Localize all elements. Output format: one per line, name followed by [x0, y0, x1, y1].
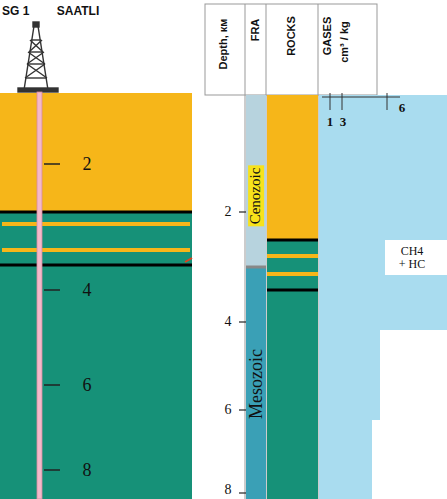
axis-ticks: [239, 212, 246, 493]
boundary-line: [0, 264, 192, 267]
boundary-line: [267, 239, 318, 242]
rocks-transition: [267, 240, 318, 290]
cenozoic-layer: [0, 93, 192, 213]
orange-stripe: [267, 254, 318, 258]
fra-cenozoic: [246, 95, 266, 267]
marker: [185, 258, 192, 262]
orange-stripe: [267, 272, 318, 276]
fra-column: [246, 95, 266, 499]
depth-number: 8: [83, 461, 92, 480]
scale-number: 3: [340, 115, 347, 129]
axis-number: 6: [225, 403, 232, 418]
fra-boundary: [246, 266, 266, 269]
rocks-cenozoic: [267, 95, 318, 240]
gas-scale: [322, 93, 400, 110]
well-id: SG 1: [2, 5, 29, 18]
depth-number: 2: [83, 155, 92, 174]
orange-stripe: [2, 248, 190, 252]
orange-stripe: [2, 222, 190, 226]
era-label: Mesozoic: [247, 349, 266, 419]
axis-number: 8: [225, 482, 232, 497]
axis-title: Depth, км: [218, 19, 230, 70]
axis-number: 4: [225, 315, 232, 330]
gas-area: [319, 95, 447, 499]
column-header: ROCKS: [286, 16, 298, 56]
well-name: SAATLI: [57, 5, 99, 18]
axis-number: 2: [225, 205, 232, 220]
header-frame: [205, 4, 377, 95]
depth-ticks: [44, 164, 60, 470]
rocks-mesozoic: [267, 290, 318, 499]
boundary-line: [0, 211, 192, 214]
well-bore: [37, 92, 42, 499]
transition-layer: [0, 213, 192, 265]
depth-number: 4: [83, 281, 92, 300]
era-label: Cenozoic: [248, 166, 264, 227]
column-rule: [245, 4, 246, 499]
derrick-icon: [18, 22, 58, 92]
scale-number: 1: [327, 115, 334, 129]
unit-label: cm³ / kg: [339, 21, 351, 63]
column-header: GASES: [322, 17, 334, 56]
depth-number: 6: [83, 376, 92, 395]
boundary-line: [267, 289, 318, 292]
column-header: FRA: [250, 19, 262, 42]
mesozoic-layer: [0, 265, 192, 499]
scale-number: 6: [399, 101, 406, 115]
gas-label: CH4 + HC: [395, 245, 429, 270]
fra-mesozoic: [246, 267, 266, 499]
